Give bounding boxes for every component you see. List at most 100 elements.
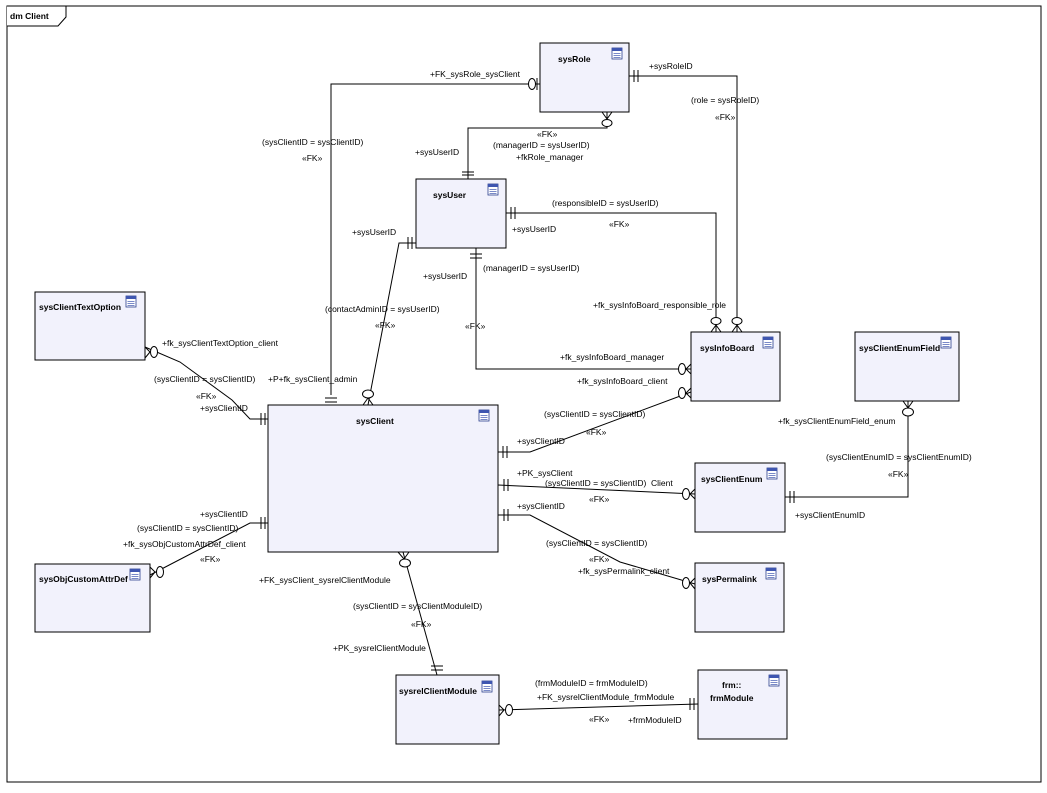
label-fk-attrdef: +fk_sysObjCustomAttrDef_client [123, 539, 246, 549]
label-fk-responsible-role: +fk_sysInfoBoard_responsible_role [593, 300, 726, 310]
entity-sysclienttextoption[interactable]: sysClientTextOption [34, 291, 146, 361]
entity-title: sysInfoBoard [700, 343, 754, 353]
label-sysclientenumid: +sysClientEnumID [795, 510, 865, 520]
label-sysuserid: +sysUserID [512, 224, 556, 234]
entity-sysclientenumfield[interactable]: sysClientEnumField [854, 331, 960, 402]
entity-syspermalink[interactable]: sysPermalink [694, 562, 785, 633]
relationship-labels: +FK_sysRole_sysClient +sysRoleID (role =… [123, 61, 972, 725]
entity-sysclientenum[interactable]: sysClientEnum [694, 462, 786, 533]
connector-enum-enumfield [785, 401, 909, 498]
label-fk-textoption: +fk_sysClientTextOption_client [162, 338, 279, 348]
entity-sysclient[interactable]: sysClient [267, 404, 499, 553]
label-manager-eq: (managerID = sysUserID) [483, 263, 580, 273]
label-sysroleid: +sysRoleID [649, 61, 693, 71]
label-sysclientid: +sysClientID [517, 501, 565, 511]
label-fk-enumfield-enum: +fk_sysClientEnumField_enum [778, 416, 895, 426]
entity-sysinfoboard[interactable]: sysInfoBoard [690, 331, 781, 402]
label-frmmoduleid: +frmModuleID [628, 715, 682, 725]
entity-sysuser[interactable]: sysUser [415, 178, 507, 249]
entity-title: sysrelClientModule [399, 686, 477, 696]
entity-title: sysClientEnumField [859, 343, 940, 353]
label-fk-permalink: +fk_sysPermalink_client [578, 566, 670, 576]
label-contactadmin-eq: (contactAdminID = sysUserID) [325, 304, 440, 314]
label-clientid-eq: (sysClientID = sysClientID) [154, 374, 255, 384]
connector-client-enum [497, 484, 696, 495]
connector-client-permalink [498, 514, 696, 585]
entity-sysrole[interactable]: sysRole [539, 42, 630, 113]
connector-role-infoboard [629, 75, 738, 332]
label-fk-stereotype: «FK» [715, 112, 736, 122]
label-fk-stereotype: «FK» [465, 321, 486, 331]
table-icon [940, 336, 952, 349]
connector-textoption-client [144, 346, 268, 420]
label-frmmodule-eq: (frmModuleID = frmModuleID) [535, 678, 648, 688]
entity-title: sysClientTextOption [39, 302, 121, 312]
label-sysclientid: +sysClientID [517, 436, 565, 446]
connectors [144, 70, 914, 717]
label-fk-stereotype: «FK» [586, 427, 607, 437]
table-icon [765, 567, 777, 580]
label-fk-stereotype: «FK» [888, 469, 909, 479]
table-icon [762, 336, 774, 349]
label-fk-stereotype: «FK» [537, 129, 558, 139]
label-manager-eq: (managerID = sysUserID) [493, 140, 590, 150]
entity-frmmodule[interactable]: frm:: frmModule [697, 669, 788, 740]
label-pk-relclientmodule: +PK_sysrelClientModule [333, 643, 426, 653]
label-sysuserid: +sysUserID [415, 147, 459, 157]
label-clientid-eq: (sysClientID = sysClientID) [262, 137, 363, 147]
label-fk-board-client: +fk_sysInfoBoard_client [577, 376, 668, 386]
table-icon [125, 295, 137, 308]
label-fk-sysrole-sysclient: +FK_sysRole_sysClient [430, 69, 521, 79]
connector-user-board-manager [475, 248, 691, 370]
label-fk-stereotype: «FK» [589, 494, 610, 504]
connector-client-attrdef [149, 522, 268, 576]
label-fk-stereotype: «FK» [609, 219, 630, 229]
label-fk-relclientmodule-frm: +FK_sysrelClientModule_frmModule [537, 692, 675, 702]
label-clientid-eq: (sysClientID = sysClientID) [544, 409, 645, 419]
label-fk-stereotype: «FK» [375, 320, 396, 330]
label-fk-stereotype: «FK» [589, 554, 610, 564]
entity-title: frmModule [710, 693, 754, 703]
label-fk-stereotype: «FK» [196, 391, 217, 401]
label-sysclientid: +sysClientID [200, 403, 248, 413]
label-pk-sysclient: +PK_sysClient [517, 468, 573, 478]
label-enumid-eq: (sysClientEnumID = sysClientEnumID) [826, 452, 972, 462]
label-sysclientid: +sysClientID [200, 509, 248, 519]
label-clientid-eq: (sysClientID = sysClientID) [137, 523, 238, 533]
label-responsible-eq: (responsibleID = sysUserID) [552, 198, 659, 208]
connector-user-responsible [506, 212, 717, 332]
connector-relmodule-frm [498, 703, 699, 711]
table-icon [766, 467, 778, 480]
frame-title: dm Client [10, 11, 49, 21]
entity-sysobjcustomattrdef[interactable]: sysObjCustomAttrDef [34, 563, 151, 633]
table-icon [768, 674, 780, 687]
table-icon [129, 568, 141, 581]
label-clientid-eq: (sysClientID = sysClientID) [545, 478, 646, 488]
entity-title: sysRole [558, 54, 591, 64]
label-client-suffix: Client [651, 478, 673, 488]
entity-title: sysPermalink [702, 574, 757, 584]
label-clientid-eq: (sysClientID = sysClientID) [546, 538, 647, 548]
label-fkrole-manager: +fkRole_manager [516, 152, 584, 162]
table-icon [487, 183, 499, 196]
label-fk-board-manager: +fk_sysInfoBoard_manager [560, 352, 664, 362]
entity-namespace: frm:: [722, 680, 742, 690]
label-sysuserid: +sysUserID [423, 271, 467, 281]
connector-client-relmodule [402, 551, 438, 676]
connector-user-client-admin [367, 242, 416, 406]
entity-title: sysClient [356, 416, 394, 426]
connector-role-client [330, 83, 540, 395]
label-fk-client-admin: +P+fk_sysClient_admin [268, 374, 358, 384]
label-fk-stereotype: «FK» [302, 153, 323, 163]
label-fk-stereotype: «FK» [589, 714, 610, 724]
entity-title: sysObjCustomAttrDef [39, 574, 128, 584]
label-role-eq: (role = sysRoleID) [691, 95, 759, 105]
label-clientid-eq: (sysClientID = sysClientModuleID) [353, 601, 482, 611]
entity-sysrelclientmodule[interactable]: sysrelClientModule [395, 674, 500, 745]
label-fk-stereotype: «FK» [200, 554, 221, 564]
entity-title: sysClientEnum [701, 474, 763, 484]
label-fk-client-module: +FK_sysClient_sysrelClientModule [259, 575, 391, 585]
table-icon [611, 47, 623, 60]
